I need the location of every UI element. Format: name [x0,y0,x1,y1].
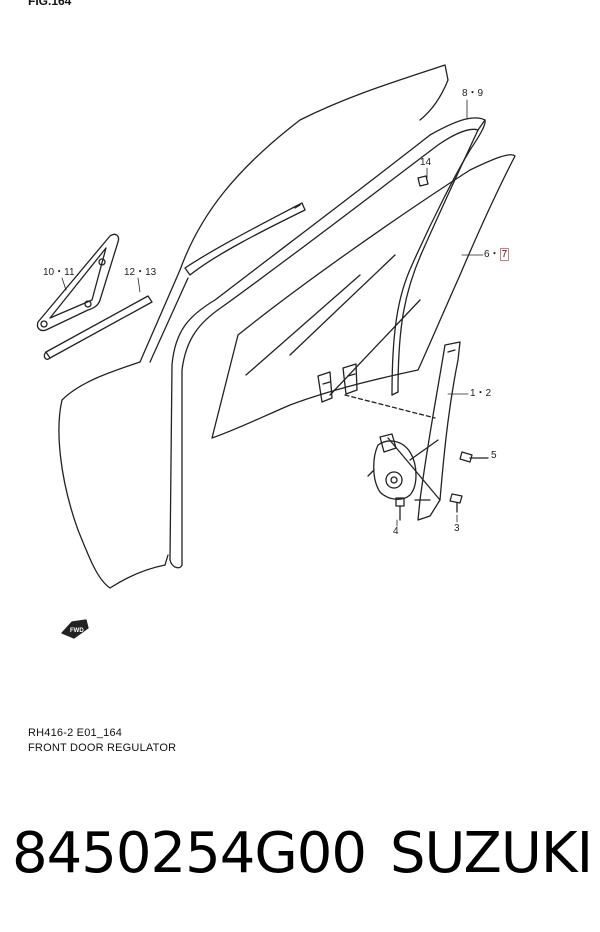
fwd-arrow-icon [61,619,89,639]
door-regulator-drawing: FWD [36,64,516,639]
assembly-guide-line [344,394,436,419]
glass-brackets [317,363,358,403]
leader-lines [61,99,484,527]
outer-belt-molding [43,295,153,360]
callout-10-11: 10・11 [43,267,75,278]
brand-name: SUZUKI [390,821,593,886]
callout-6-7: 6・7 [484,248,510,261]
callout-6: 6・ [484,249,500,260]
callout-1-2: 1・2 [470,388,492,399]
callout-12-13: 12・13 [124,267,157,278]
figure-title: FRONT DOOR REGULATOR [28,742,177,754]
front-quarter-window [36,233,120,332]
callout-14: 14 [420,157,432,168]
callout-7: 7 [499,248,510,261]
callout-8-9: 8・9 [462,88,484,99]
callout-5: 5 [491,450,497,461]
figure-code: RH416-2 E01_164 [28,727,123,739]
door-glass [211,154,516,439]
inner-belt-molding [184,202,306,276]
door-sash-channel [169,117,486,569]
listing-band [0,775,600,932]
window-regulator-rail [387,341,461,521]
fwd-label: FWD [70,628,84,634]
door-shell [58,64,449,589]
parts-diagram: FIG.164 [28,0,516,754]
callout-4: 4 [393,526,399,537]
figure-header: FIG.164 [28,0,72,8]
bolts [395,175,489,521]
callout-3: 3 [454,523,460,534]
regulator-motor [367,433,417,500]
part-number: 8450254G00 [12,821,367,886]
